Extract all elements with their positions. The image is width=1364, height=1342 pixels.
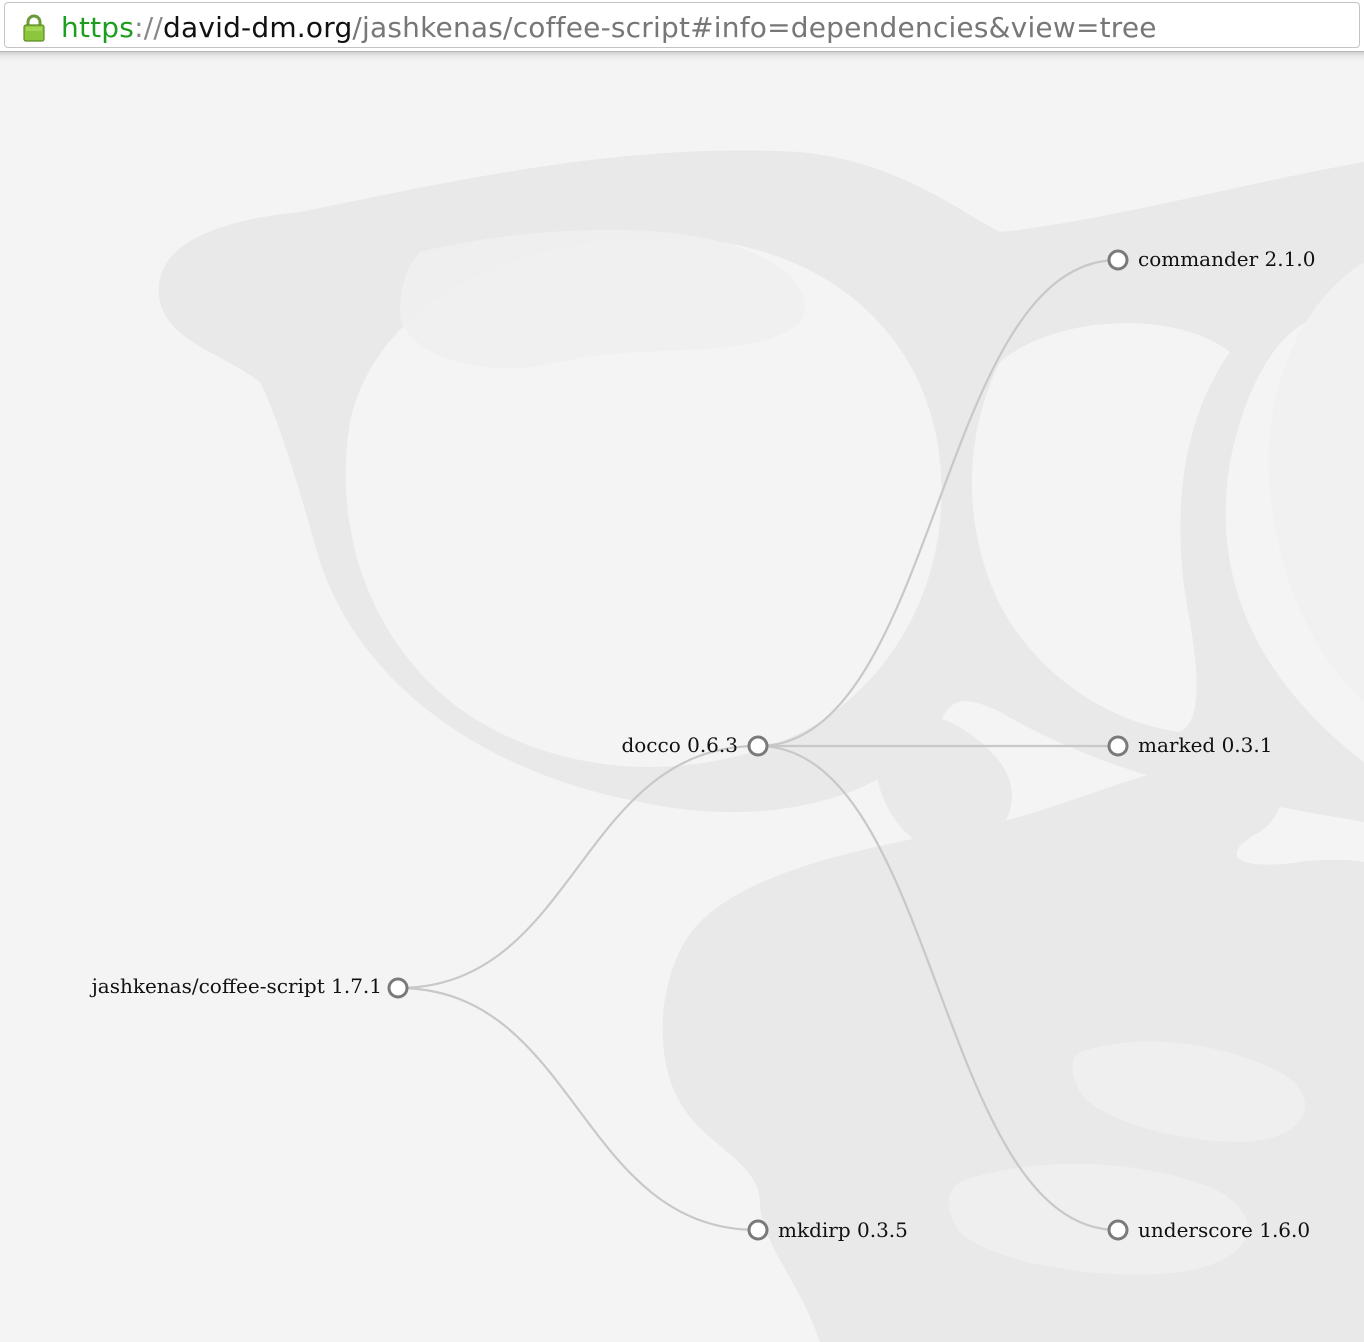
node-label-root[interactable]: jashkenas/coffee-script 1.7.1 bbox=[91, 974, 382, 998]
url-text: https://david-dm.org/jashkenas/coffee-sc… bbox=[61, 11, 1157, 45]
link-root-mkdirp bbox=[397, 986, 759, 1232]
url-field[interactable]: https://david-dm.org/jashkenas/coffee-sc… bbox=[4, 2, 1360, 48]
node-label-commander[interactable]: commander 2.1.0 bbox=[1138, 247, 1316, 271]
url-path: /jashkenas/coffee-script#info=dependenci… bbox=[352, 11, 1157, 44]
node-label-marked[interactable]: marked 0.3.1 bbox=[1138, 733, 1273, 757]
address-bar[interactable]: https://david-dm.org/jashkenas/coffee-sc… bbox=[0, 0, 1364, 52]
lock-icon bbox=[23, 14, 45, 42]
url-host: david-dm.org bbox=[162, 11, 353, 44]
url-scheme: https bbox=[61, 11, 135, 44]
toolbar-shadow bbox=[0, 52, 1364, 62]
dependency-tree bbox=[387, 249, 1129, 1241]
node-label-docco[interactable]: docco 0.6.3 bbox=[621, 733, 738, 757]
node-root[interactable] bbox=[387, 977, 409, 999]
glasses-background-illustration bbox=[158, 150, 1364, 1342]
link-root-docco bbox=[397, 744, 759, 990]
node-marked[interactable] bbox=[1107, 735, 1129, 757]
node-mkdirp[interactable] bbox=[747, 1219, 769, 1241]
node-underscore[interactable] bbox=[1107, 1219, 1129, 1241]
node-commander[interactable] bbox=[1107, 249, 1129, 271]
node-label-underscore[interactable]: underscore 1.6.0 bbox=[1138, 1218, 1311, 1242]
node-label-mkdirp[interactable]: mkdirp 0.3.5 bbox=[778, 1218, 908, 1242]
link-docco-commander bbox=[757, 258, 1119, 748]
url-separator: :// bbox=[134, 11, 163, 44]
dependency-tree-view: jashkenas/coffee-script 1.7.1 docco 0.6.… bbox=[0, 62, 1364, 1342]
root-label-clip: jashkenas/coffee-script 1.7.1 bbox=[92, 974, 382, 1002]
node-docco[interactable] bbox=[747, 735, 769, 757]
link-docco-underscore bbox=[757, 744, 1119, 1232]
